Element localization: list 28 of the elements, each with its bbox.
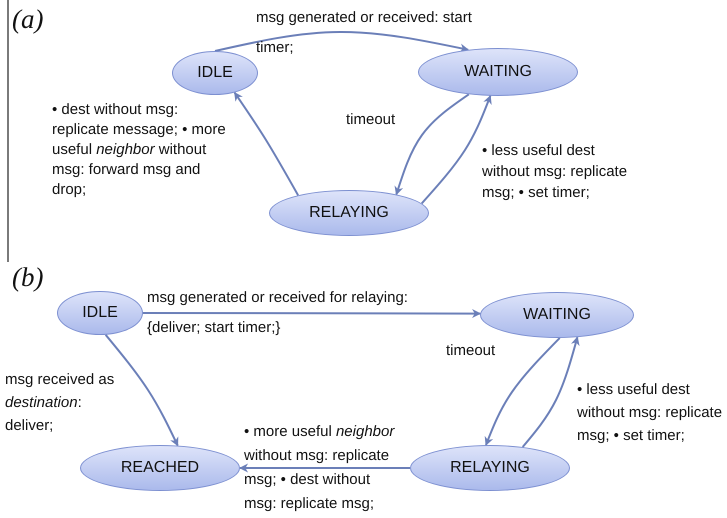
state-name: RELAYING	[309, 204, 389, 222]
transition-label: • less useful dest without msg: replicate msg; • set timer;	[482, 141, 628, 203]
state-name: IDLE	[82, 304, 118, 322]
state-name: WAITING	[523, 306, 591, 324]
transition-arrow	[234, 92, 299, 196]
transition-label: msg generated or received: start timer;	[256, 8, 473, 58]
transition-label: msg generated or received for relaying: {deliver; start timer;}	[147, 288, 409, 338]
transition-label: timeout	[346, 110, 396, 130]
state-name: REACHED	[120, 459, 200, 477]
state-name: IDLE	[197, 64, 233, 82]
state-name: WAITING	[464, 63, 532, 81]
transition-label: • dest without msg: replicate message; • more useful neighbor without msg: forward msg and drop;	[52, 100, 227, 200]
state-ellipse	[269, 190, 429, 236]
panel-label: (b)	[12, 262, 44, 293]
panel-label: (a)	[12, 4, 44, 35]
transition-arrow	[484, 337, 560, 446]
transition-arrow	[421, 95, 492, 204]
transition-arrow	[239, 464, 410, 472]
state-name: RELAYING	[450, 459, 530, 477]
transition-label: msg received as destination: deliver;	[5, 370, 116, 436]
transition-arrow	[104, 334, 179, 446]
transition-label: • more useful neighbor without msg: replicate msg; • dest without msg: replicate msg;	[244, 422, 396, 514]
transition-label: • less useful dest without msg: replicate msg; • set timer;	[577, 380, 724, 446]
transition-arrow	[143, 309, 482, 318]
transition-arrow	[394, 94, 470, 196]
transition-arrow	[214, 31, 469, 52]
transition-arrow	[522, 336, 580, 448]
transition-label: timeout	[446, 341, 496, 361]
